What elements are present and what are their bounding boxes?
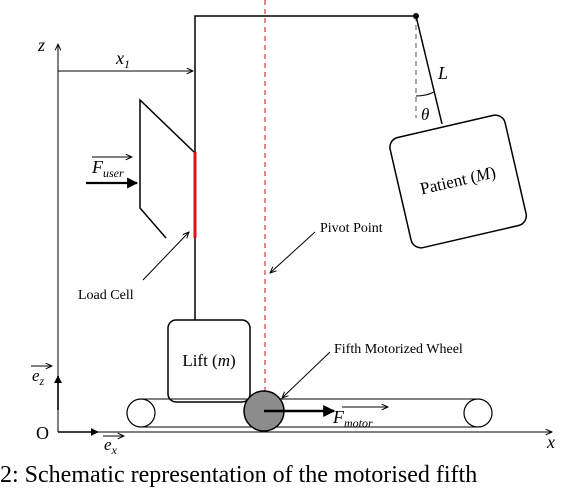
mast-and-arm — [194, 15, 416, 320]
coordinate-axes: z x O — [36, 35, 555, 452]
f-user-label: Fuser — [91, 157, 124, 180]
left-roller — [126, 398, 156, 428]
ez-label: ez — [32, 366, 45, 388]
lift-box — [167, 319, 251, 403]
load-cell-pointer — [142, 232, 189, 281]
unit-vector-ex: ex — [58, 428, 124, 457]
z-axis-label: z — [37, 35, 45, 55]
lift-block: Lift (m) — [167, 319, 251, 403]
fifth-wheel-pointer — [282, 351, 331, 398]
load-cell-label: Load Cell — [78, 288, 134, 303]
pivot-pointer — [270, 231, 316, 273]
x1-dimension: x1 — [58, 48, 193, 71]
load-cell-annotation: Load Cell — [78, 232, 189, 303]
f-motor-label: Fmotor — [332, 407, 373, 430]
force-motor: Fmotor — [264, 407, 388, 430]
lift-frame — [193, 15, 416, 320]
x1-label: x1 — [115, 48, 130, 71]
ex-label: ex — [104, 435, 118, 457]
handle-outline — [139, 98, 195, 239]
x-axis-label: x — [546, 432, 555, 452]
origin-label: O — [36, 423, 49, 443]
lift-label: Lift (m) — [182, 351, 235, 370]
user-handle — [139, 98, 195, 239]
theta-label: θ — [421, 105, 429, 124]
pivot-point-label: Pivot Point — [320, 221, 383, 236]
length-label: L — [437, 63, 448, 83]
pivot-line: Pivot Point — [264, 0, 383, 398]
right-roller — [463, 398, 493, 428]
figure-caption: 2: Schematic representation of the motor… — [0, 462, 478, 488]
fifth-wheel-label: Fifth Motorized Wheel — [334, 342, 463, 357]
force-user: Fuser — [86, 157, 139, 189]
pendulum-rod — [415, 15, 443, 125]
patient-box — [389, 114, 528, 249]
fifth-wheel-annotation: Fifth Motorized Wheel — [282, 342, 463, 398]
unit-vector-ez: ez — [31, 366, 62, 410]
pendulum-pivot — [413, 13, 419, 19]
patient-pendulum: L θ Patient (M) — [389, 13, 528, 249]
theta-arc — [415, 91, 435, 97]
